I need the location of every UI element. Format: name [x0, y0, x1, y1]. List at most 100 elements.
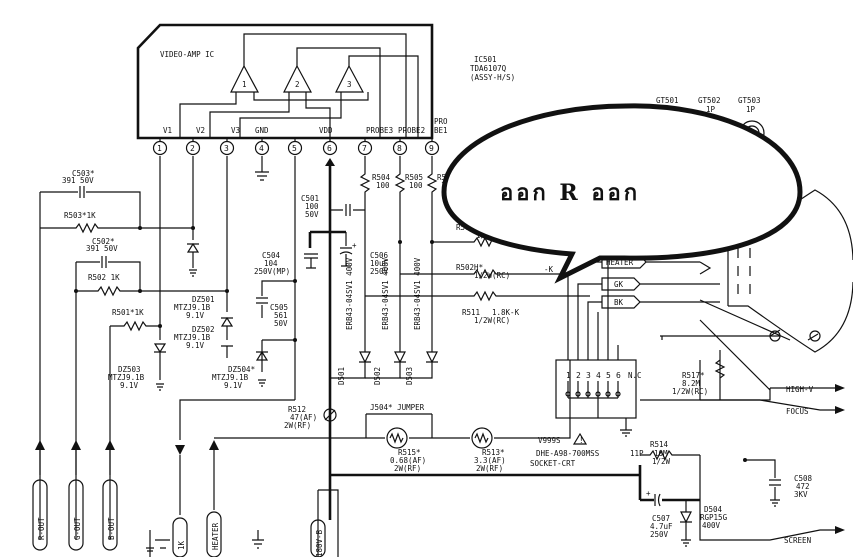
r505-value: 100 [409, 181, 423, 190]
c508-label: C508 [794, 474, 813, 483]
r517-rating: 1/2W(RC) [672, 387, 708, 396]
c503-value: 391 50V [62, 176, 94, 185]
pin-name-pro: PRO [434, 117, 448, 126]
pin-number-2: 2 [190, 144, 195, 153]
amp-1-symbol [230, 64, 260, 93]
supply-section: C501 100 50V + C506 10uF 250V R504 100 R… [214, 156, 640, 557]
dz501-voltage: 9.1V [186, 311, 205, 320]
ic-pins: 1 2 3 4 5 6 7 8 9 [152, 138, 440, 156]
callout-text: ออก R ออก [500, 180, 640, 206]
right-output-section: HIGH-V R517* 8.2M 1/2W(RC) FOCUS R514 10… [638, 336, 845, 547]
c506-rating: 250V [370, 267, 389, 276]
dz503-label: DZ503 [118, 365, 141, 374]
socket-pin-4: 4 [596, 371, 601, 380]
socket-pin-count: 11P [630, 449, 644, 458]
video-amp-ic: VIDEO-AMP IC IC501 TDA6107Q (ASSY-H/S) 1… [136, 23, 515, 140]
pin-name-be1: BE1 [434, 126, 448, 135]
pin-name-gnd: GND [255, 126, 269, 135]
pin-name-probe3: PROBE3 [366, 126, 393, 135]
socket-label: SOCKET-CRT [530, 459, 576, 468]
d502-value: ERB43-04SV1 400V [381, 257, 390, 330]
r511-value: 1.8K-K [492, 308, 520, 317]
socket-pin-6: 6 [616, 371, 621, 380]
c504-label: C504 [262, 251, 281, 260]
r514-rating: 1/2W [652, 457, 671, 466]
pin-number-1: 1 [157, 144, 162, 153]
j504-label: J504* JUMPER [370, 403, 425, 412]
dz504-label: DZ504* [228, 365, 255, 374]
pin-name-probe2: PROBE2 [398, 126, 425, 135]
r517-value: 8.2M [682, 379, 701, 388]
pin-name-v1: V1 [163, 126, 172, 135]
socket-pin-3: 3 [586, 371, 591, 380]
r511-label: R511 [462, 308, 480, 317]
dz504-part: MTZJ9.1B [212, 373, 249, 382]
r512-label: R512 [288, 405, 306, 414]
signal-bk: BK [614, 298, 624, 307]
gt502-ref: GT502 [698, 96, 721, 105]
dz501-part: MTZJ9.1B [174, 303, 211, 312]
r514-label: R514 [650, 440, 669, 449]
pin-number-9: 9 [429, 144, 434, 153]
r515-label: R515* [398, 448, 421, 457]
pin-number-7: 7 [362, 144, 367, 153]
gt501-ref: GT501 [656, 96, 679, 105]
r5xx-suffix: -K [544, 265, 554, 274]
dz502-label: DZ502 [192, 325, 215, 334]
c502-value: 391 50V [86, 244, 118, 253]
pin-number-4: 4 [259, 144, 264, 153]
c502-label: C502* [92, 237, 115, 246]
r515-value: 0.68(AF) [390, 456, 426, 465]
amp-1-label: 1 [242, 80, 247, 89]
ic-title: VIDEO-AMP IC [160, 50, 214, 59]
r513-rating: 2W(RF) [476, 464, 503, 473]
r502-label: R502 1K [88, 273, 120, 282]
amp-2-label: 2 [295, 80, 300, 89]
terminal-1k: 1K [177, 540, 186, 550]
gt503-pins: 1P [746, 105, 756, 114]
svg-text:+: + [646, 489, 651, 498]
r505-label: R505 [405, 173, 423, 182]
c507-label: C507 [652, 514, 670, 523]
amp-3-label: 3 [347, 80, 352, 89]
socket-nc: N.C [628, 371, 642, 380]
amp-2-symbol [283, 64, 313, 93]
terminal-heater: HEATER [211, 522, 220, 550]
output-high-v: HIGH-V [786, 385, 814, 394]
r504-value: 100 [376, 181, 390, 190]
socket-pin-2: 2 [576, 371, 581, 380]
terminal-b-out: B-OUT [107, 517, 116, 540]
c508-value: 472 [796, 482, 810, 491]
ic-ref: IC501 [474, 55, 497, 64]
c504-rating: 250V(MP) [254, 267, 290, 276]
gt503-ref: GT503 [738, 96, 761, 105]
speech-bubble-callout: ออก R ออก [441, 103, 803, 284]
v999s-label: V999S [538, 436, 561, 445]
r512-value: 47(AF) [290, 413, 317, 422]
socket-pin-1: 1 [566, 371, 571, 380]
signal-heater: HEATER [606, 258, 634, 267]
gt502-pins: 1P [706, 105, 716, 114]
pin-name-vdd: VDD [319, 126, 333, 135]
pin-name-v3: V3 [231, 126, 240, 135]
c508-rating: 3KV [794, 490, 808, 499]
r503-label: R503*1K [64, 211, 96, 220]
svg-text:+: + [352, 241, 357, 250]
d502-label: D502 [373, 367, 382, 385]
socket-pin-5: 5 [606, 371, 611, 380]
amp-3-symbol [335, 64, 365, 93]
c505-label: C505 [270, 303, 288, 312]
r502h-label: R502H* [456, 263, 483, 272]
c507-value: 4.7uF [650, 522, 673, 531]
d501-label: D501 [337, 367, 346, 385]
dz504-voltage: 9.1V [224, 381, 243, 390]
d503-value: ERB43-04SV1 400V [413, 257, 422, 330]
r514-value: 10M [654, 449, 668, 458]
bottom-terminals: R-OUT G-OUT B-OUT 1K HEATER 180V-B [32, 440, 326, 557]
r512-rating: 2W(RF) [284, 421, 311, 430]
dz501-label: DZ501 [192, 295, 215, 304]
terminal-180v-b: 180V-B [315, 529, 324, 557]
c506-value: 10uF [370, 259, 389, 268]
pin-number-6: 6 [327, 144, 332, 153]
